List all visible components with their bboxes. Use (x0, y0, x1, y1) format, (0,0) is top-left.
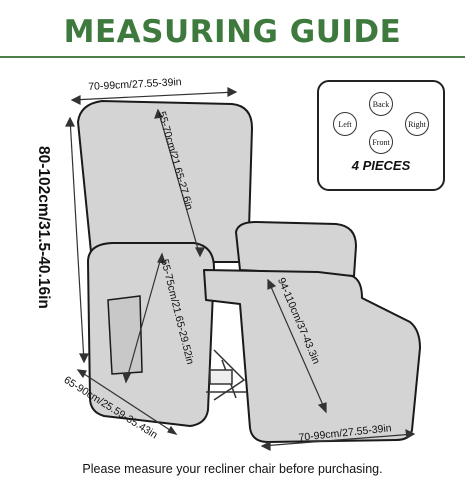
chair-backrest (77, 100, 253, 263)
dim-arrow-footrest (267, 279, 327, 413)
chair-footrest (203, 269, 421, 443)
dim-left-height: 80-102cm/31.5-40.16in (35, 146, 52, 309)
chair-left-arm (87, 242, 215, 427)
dim-arrow-arm-depth (125, 253, 163, 383)
side-pocket (107, 295, 143, 375)
dim-arrow-left-height (69, 117, 85, 363)
dim-arrow-back-height (157, 109, 201, 257)
page-title: MEASURING GUIDE (63, 14, 402, 50)
dim-arrow-base-width (261, 433, 415, 447)
piece-left: Left (333, 112, 357, 136)
recliner-mechanism (206, 349, 246, 401)
chair-right-arm (235, 221, 357, 277)
piece-right: Right (405, 112, 429, 136)
pieces-inset: Back Left Right Front 4 PIECES (317, 80, 445, 191)
dim-arrow-top-width (71, 91, 237, 101)
piece-back: Back (369, 92, 393, 116)
pieces-count-label: 4 PIECES (351, 158, 411, 173)
footer-note: Please measure your recliner chair befor… (82, 462, 383, 476)
piece-front: Front (369, 130, 393, 154)
dim-arrow-base-depth (77, 369, 177, 435)
title-divider (0, 56, 465, 58)
